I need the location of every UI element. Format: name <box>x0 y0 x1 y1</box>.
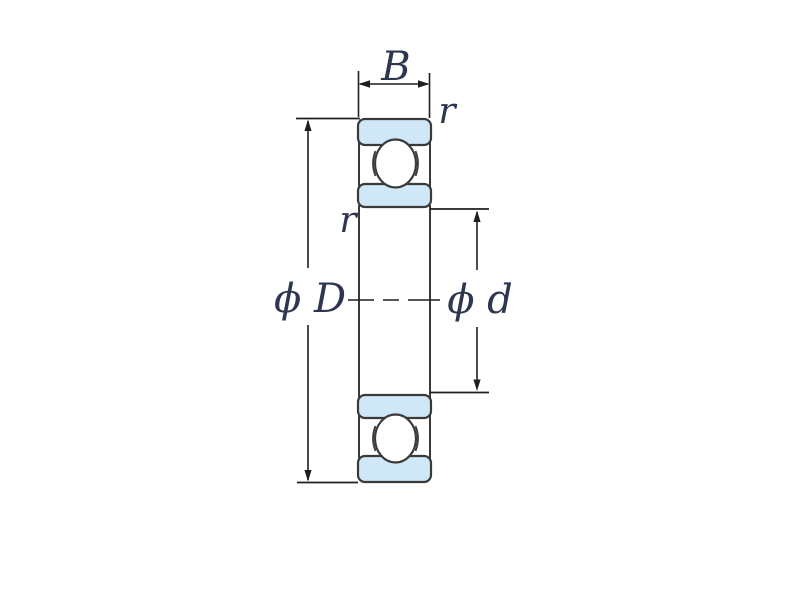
bore-diameter-dimension <box>430 208 489 394</box>
lower-ball <box>373 413 418 464</box>
bearing-face-lines <box>358 140 431 461</box>
outer-diameter-label: ϕ D <box>274 276 346 322</box>
upper-ball-left-groove-arc <box>372 150 377 177</box>
bore-diameter-arrow-up-icon <box>473 210 481 222</box>
outer-diameter-dimension <box>296 117 360 484</box>
width-arrow-left-icon <box>358 80 370 88</box>
outer-corner-radius-label: r <box>438 91 457 132</box>
upper-ball-right-groove-arc <box>414 150 419 177</box>
inner-corner-radius-label: r <box>339 200 358 241</box>
width-label: B <box>380 44 410 90</box>
width-dimension <box>357 71 431 118</box>
bore-diameter-arrow-down-icon <box>473 379 481 391</box>
lower-ball-left-groove-arc <box>372 425 377 452</box>
lower-ball-right-groove-arc <box>414 425 419 452</box>
raceway-groove-arcs <box>372 150 419 452</box>
outer-diameter-arrow-up-icon <box>304 119 312 131</box>
bore-diameter-label: ϕ d <box>447 277 513 323</box>
upper-ball <box>373 138 418 189</box>
bearing-balls <box>373 138 418 464</box>
outer-diameter-arrow-down-icon <box>304 470 312 482</box>
width-arrow-right-icon <box>418 80 430 88</box>
